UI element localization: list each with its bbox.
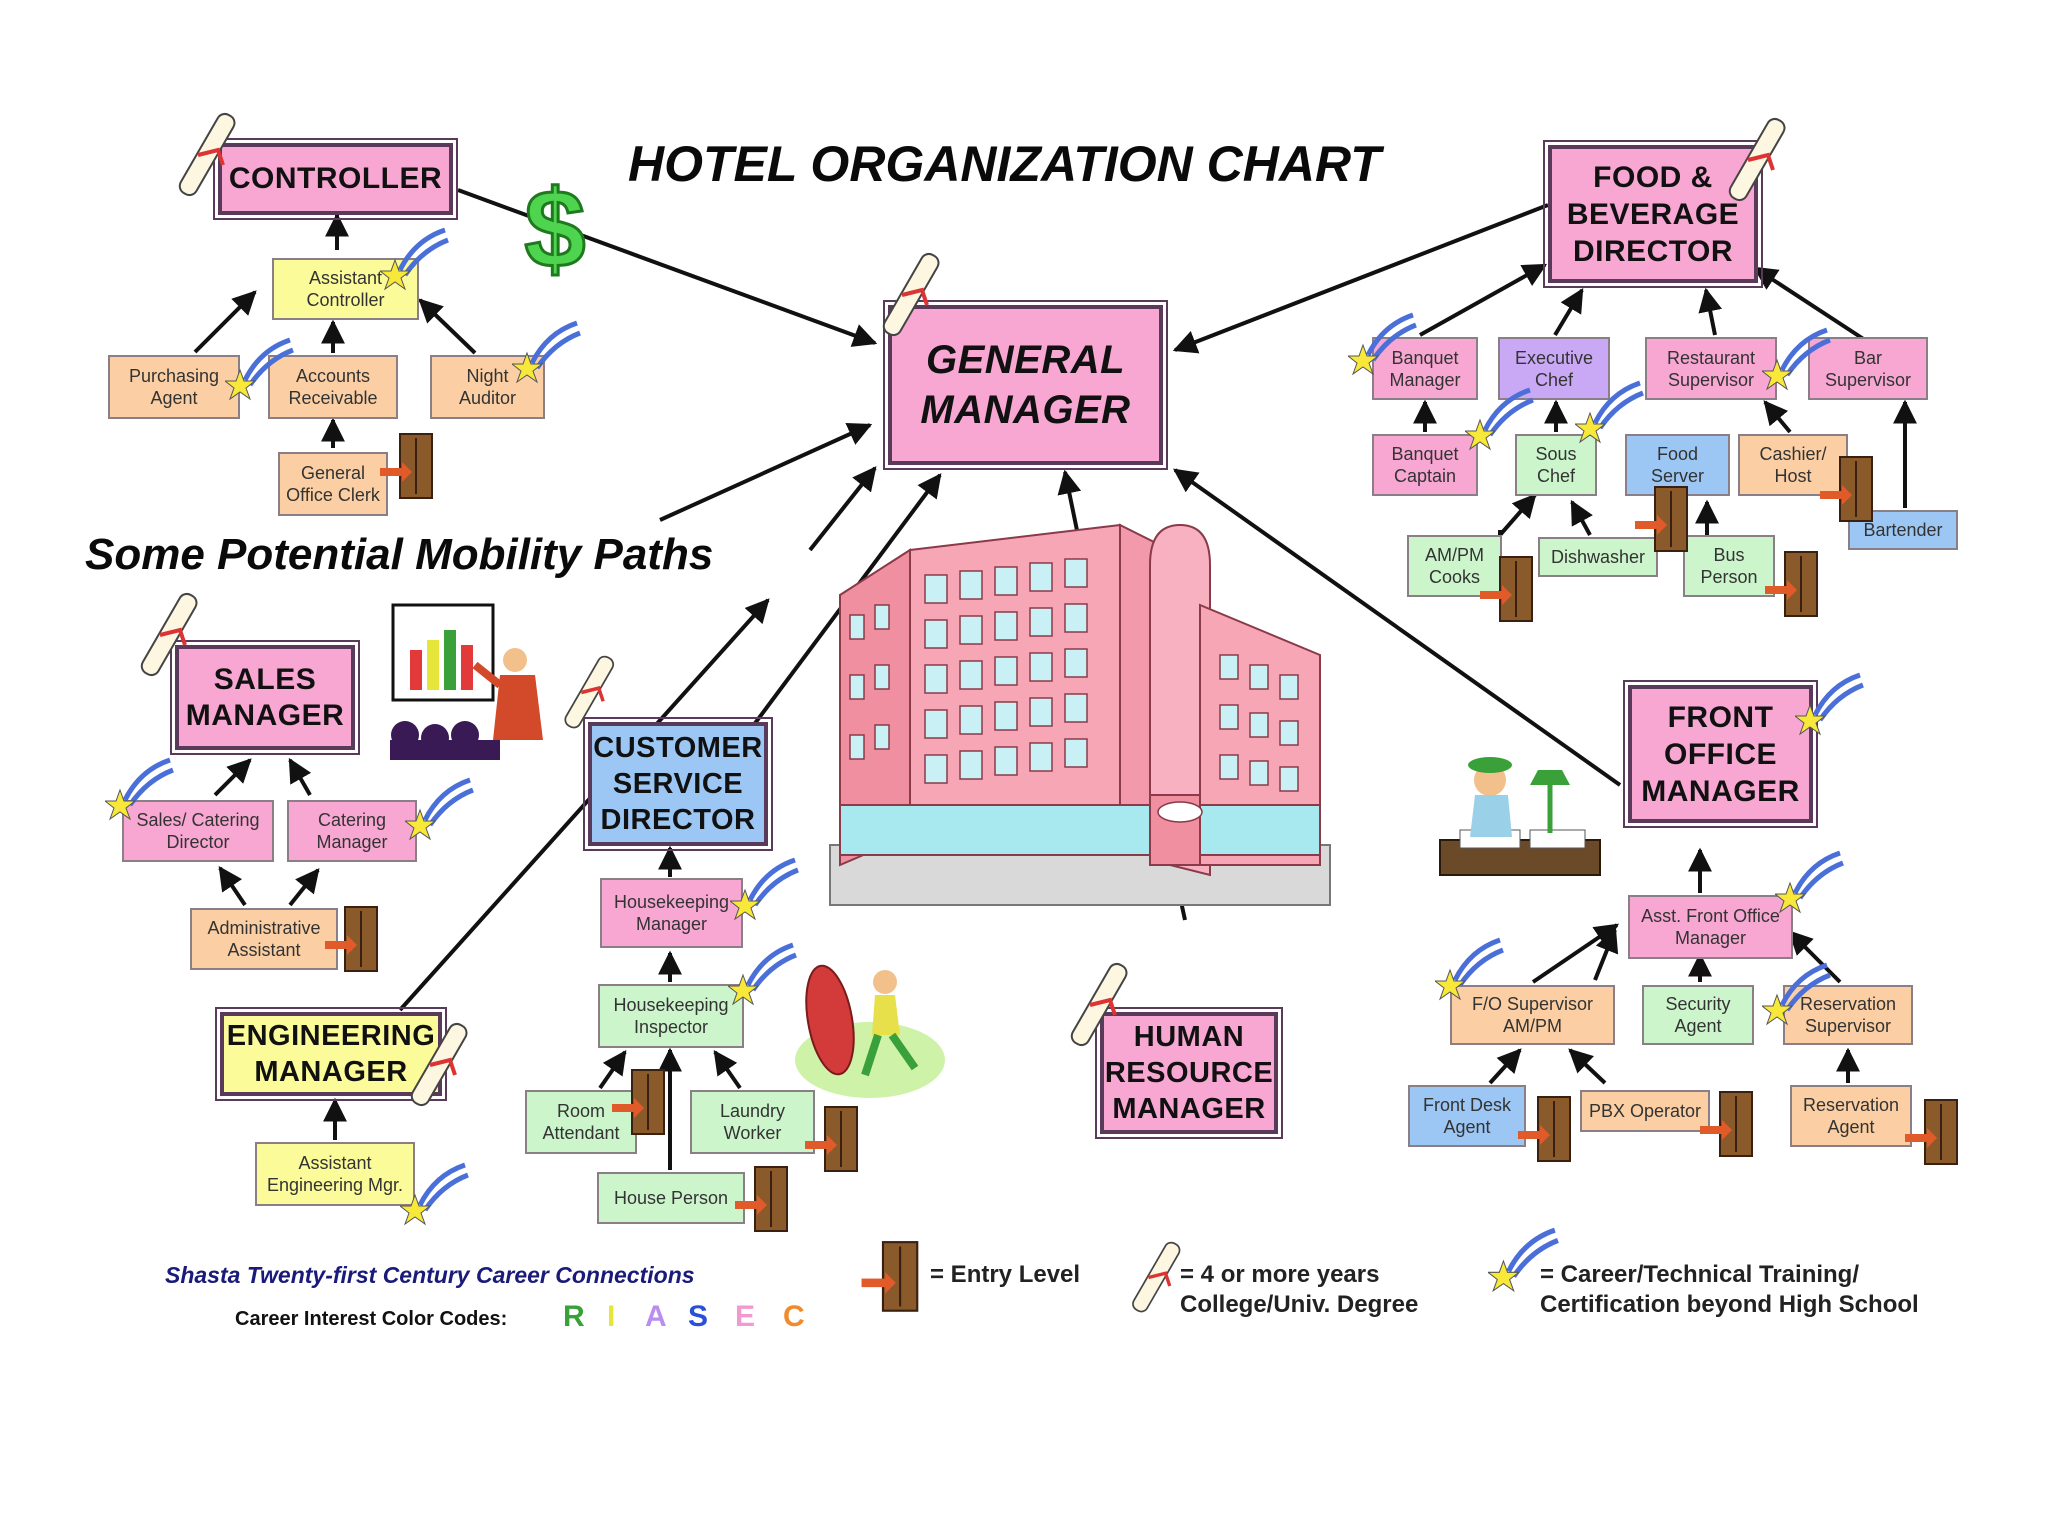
shooting-star-icon — [380, 227, 449, 291]
restaurant-supervisor-box: Restaurant Supervisor — [1645, 337, 1777, 400]
reservation-agent-box: Reservation Agent — [1790, 1085, 1912, 1147]
sales-manager-box: SALES MANAGER — [170, 640, 360, 755]
door-icon — [805, 1106, 858, 1172]
code-I: I — [607, 1300, 616, 1333]
housekeeping-manager-box: Housekeeping Manager — [600, 878, 743, 948]
customer-service-director-box: CUSTOMER SERVICE DIRECTOR — [583, 717, 773, 851]
color-codes-label: Career Interest Color Codes: — [235, 1308, 508, 1330]
housekeeper-image — [795, 964, 945, 1098]
diploma-icon — [1728, 117, 1786, 202]
shooting-star-icon — [225, 337, 294, 401]
shooting-star-icon — [1775, 850, 1844, 914]
door-icon — [1635, 486, 1688, 552]
door-icon — [1820, 456, 1873, 522]
shooting-star-icon — [1762, 962, 1831, 1026]
chart-subtitle: Some Potential Mobility Paths — [85, 530, 714, 579]
asst-front-office-manager-box: Asst. Front Office Manager — [1628, 895, 1793, 959]
door-icon — [1905, 1099, 1958, 1165]
purchasing-agent-box: Purchasing Agent — [108, 355, 240, 419]
diploma-icon — [882, 252, 940, 337]
door-icon — [1700, 1091, 1753, 1157]
catering-manager-box: Catering Manager — [287, 800, 417, 862]
laundry-worker-box: Laundry Worker — [690, 1090, 815, 1154]
shooting-star-icon — [405, 777, 474, 841]
bar-supervisor-box: Bar Supervisor — [1808, 337, 1928, 400]
code-E: E — [735, 1300, 756, 1333]
shooting-star-icon — [512, 320, 581, 384]
executive-chef-box: Executive Chef — [1498, 337, 1610, 400]
security-agent-box: Security Agent — [1642, 985, 1754, 1045]
pbx-operator-box: PBX Operator — [1580, 1090, 1710, 1132]
administrative-assistant-box: Administrative Assistant — [190, 908, 338, 970]
legend-shooting-star-icon — [1488, 1227, 1559, 1293]
general-office-clerk-box: General Office Clerk — [278, 452, 388, 516]
door-icon — [735, 1166, 788, 1232]
banquet-captain-box: Banquet Captain — [1372, 434, 1478, 496]
ampm-cooks-box: AM/PM Cooks — [1407, 535, 1502, 597]
diploma-icon — [410, 1022, 468, 1107]
accounts-receivable-box: Accounts Receivable — [268, 355, 398, 419]
legend-door-icon — [861, 1241, 919, 1312]
legend-training: = Career/Technical Training/ Certificati… — [1540, 1261, 1919, 1318]
bus-person-box: Bus Person — [1683, 535, 1775, 597]
controller-box: CONTROLLER — [213, 138, 458, 220]
bartender-box: Bartender — [1848, 510, 1958, 550]
door-icon — [325, 906, 378, 972]
hotel-building-image — [829, 523, 1331, 906]
desk-clerk-image — [1439, 757, 1601, 876]
shooting-star-icon — [1795, 672, 1864, 736]
shooting-star-icon — [730, 857, 799, 921]
shooting-star-icon — [1575, 380, 1644, 444]
code-S: S — [688, 1300, 709, 1333]
door-icon — [612, 1069, 665, 1135]
cashier-host-box: Cashier/ Host — [1738, 434, 1848, 496]
presentation-image — [390, 603, 543, 760]
code-R: R — [563, 1300, 585, 1333]
diploma-icon — [564, 655, 615, 729]
house-person-box: House Person — [597, 1172, 745, 1224]
assistant-engineering-mgr-box: Assistant Engineering Mgr. — [255, 1142, 415, 1206]
diploma-icon — [1070, 962, 1128, 1047]
chart-title: HOTEL ORGANIZATION CHART — [628, 136, 1381, 192]
engineering-manager-box: ENGINEERING MANAGER — [215, 1007, 447, 1101]
dishwasher-box: Dishwasher — [1538, 537, 1658, 577]
front-desk-agent-box: Front Desk Agent — [1408, 1085, 1526, 1147]
food-beverage-director-box: FOOD & BEVERAGE DIRECTOR — [1543, 140, 1763, 288]
shooting-star-icon — [1465, 387, 1534, 451]
shooting-star-icon — [400, 1162, 469, 1226]
diploma-icon — [140, 592, 198, 677]
door-icon — [1765, 551, 1818, 617]
code-C: C — [783, 1300, 805, 1333]
food-server-box: Food Server — [1625, 434, 1730, 496]
banquet-manager-box: Banquet Manager — [1372, 337, 1478, 400]
shooting-star-icon — [1435, 937, 1504, 1001]
room-attendant-box: Room Attendant — [525, 1090, 637, 1154]
shooting-star-icon — [105, 757, 174, 821]
org-name: Shasta Twenty-first Century Career Conne… — [165, 1262, 695, 1288]
door-icon — [1480, 556, 1533, 622]
legend-degree: = 4 or more years College/Univ. Degree — [1180, 1261, 1419, 1318]
code-A: A — [645, 1300, 667, 1333]
shooting-star-icon — [1348, 312, 1417, 376]
door-icon — [380, 433, 433, 499]
front-office-manager-box: FRONT OFFICE MANAGER — [1623, 680, 1818, 828]
sous-chef-box: Sous Chef — [1515, 434, 1597, 496]
svg-text:$: $ — [524, 175, 585, 285]
diploma-icon — [178, 112, 236, 197]
sales-catering-director-box: Sales/ Catering Director — [122, 800, 274, 862]
human-resource-manager-box: HUMAN RESOURCE MANAGER — [1095, 1007, 1283, 1139]
reservation-supervisor-box: Reservation Supervisor — [1783, 985, 1913, 1045]
shooting-star-icon — [1762, 327, 1831, 391]
general-manager-box: GENERAL MANAGER — [883, 300, 1168, 470]
dollar-icon: $ — [523, 175, 587, 285]
shooting-star-icon — [728, 942, 797, 1006]
housekeeping-inspector-box: Housekeeping Inspector — [598, 984, 744, 1048]
fo-supervisor-box: F/O Supervisor AM/PM — [1450, 985, 1615, 1045]
legend-diploma-icon — [1132, 1241, 1181, 1313]
door-icon — [1518, 1096, 1571, 1162]
legend-entry-level: = Entry Level — [930, 1261, 1081, 1288]
